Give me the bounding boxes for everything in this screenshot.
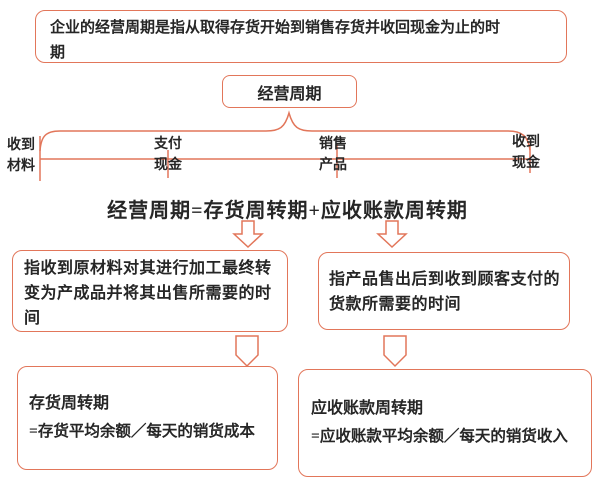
definition-box: 企业的经营周期是指从取得存货开始到销售存货并收回现金为止的时 期	[35, 10, 567, 63]
timeline-label-sell-products: 销售 产品	[319, 137, 347, 173]
pentagon-arrow-inventory-icon	[235, 335, 259, 368]
receivables-description-text: 指产品售出后到收到顾客支付的 货款所需要的时间	[329, 271, 561, 313]
pentagon-arrow-receivables-icon	[383, 335, 407, 368]
definition-text: 企业的经营周期是指从取得存货开始到销售存货并收回现金为止的时 期	[50, 20, 501, 61]
cycle-box: 经营周期	[222, 75, 357, 108]
receivables-formula-box: 应收账款周转期 =应收账款平均余额／每天的销货收入	[298, 369, 592, 477]
down-arrow-receivables-icon	[376, 220, 408, 249]
inventory-formula-title: 存货周转期	[29, 395, 110, 412]
inventory-formula-text: =存货平均余额／每天的销货成本	[29, 423, 255, 440]
down-arrow-inventory-icon	[232, 220, 264, 249]
timeline-label-receive-cash: 收到 现金	[512, 135, 540, 171]
timeline-label-receive-materials: 收到 材料	[7, 138, 35, 174]
brace	[39, 110, 531, 152]
timeline-label-pay-cash: 支付 现金	[154, 137, 182, 173]
inventory-description-text: 指收到原材料对其进行加工最终转 变为产成品并将其出售所需要的时 间	[24, 260, 272, 327]
cycle-formula: 经营周期=存货周转期+应收账款周转期	[107, 200, 468, 222]
cycle-label: 经营周期	[257, 85, 322, 103]
receivables-description-box: 指产品售出后到收到顾客支付的 货款所需要的时间	[318, 252, 570, 330]
receivables-formula-text: =应收账款平均余额／每天的销货收入	[311, 428, 568, 445]
receivables-formula-title: 应收账款周转期	[311, 400, 424, 417]
inventory-formula-box: 存货周转期 =存货平均余额／每天的销货成本	[17, 366, 278, 470]
inventory-description-box: 指收到原材料对其进行加工最终转 变为产成品并将其出售所需要的时 间	[12, 250, 288, 332]
